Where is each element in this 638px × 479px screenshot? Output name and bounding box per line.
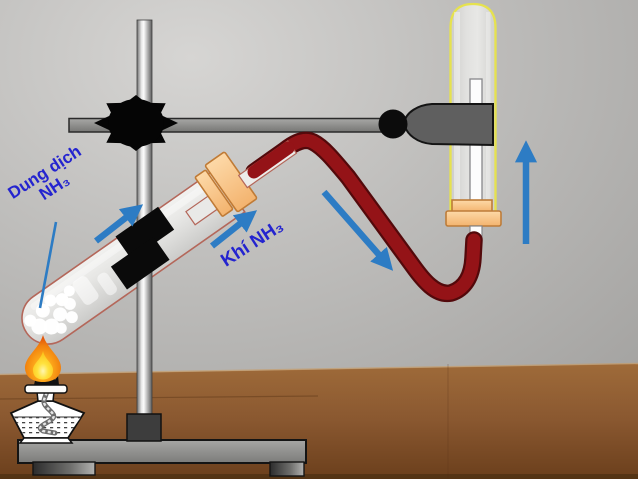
lamp-collar bbox=[24, 384, 68, 394]
collection-tube-outline bbox=[449, 2, 497, 216]
ball-joint bbox=[378, 109, 408, 139]
glass-streak bbox=[97, 272, 117, 296]
solution-pointer-line bbox=[38, 221, 58, 309]
test-tube-clamp-jaws bbox=[110, 206, 175, 290]
flow-arrow-down-right bbox=[321, 189, 394, 271]
flow-arrows bbox=[94, 140, 538, 271]
rod-collar-block bbox=[126, 413, 162, 442]
rubber-tube bbox=[245, 131, 483, 303]
clamp-knob bbox=[94, 95, 178, 151]
alcohol-lamp bbox=[9, 372, 86, 444]
lab-stand-base bbox=[17, 439, 307, 477]
flame bbox=[24, 335, 62, 382]
lamp-alcohol bbox=[14, 417, 81, 437]
collection-stopper bbox=[445, 199, 502, 227]
flow-arrow-up-left bbox=[94, 204, 144, 244]
rubber-tube-joint bbox=[247, 141, 295, 179]
lamp-foot bbox=[18, 437, 74, 444]
wick-twist bbox=[39, 386, 56, 435]
flame-inner bbox=[32, 351, 54, 380]
stand-foot-left bbox=[32, 461, 96, 476]
collection-clamp-jaw bbox=[402, 103, 494, 147]
flow-arrow-up-mid bbox=[209, 210, 258, 249]
stand-foot-right bbox=[269, 461, 305, 477]
nh3-solution-bubbles bbox=[24, 285, 78, 335]
glass-streak bbox=[72, 276, 99, 305]
